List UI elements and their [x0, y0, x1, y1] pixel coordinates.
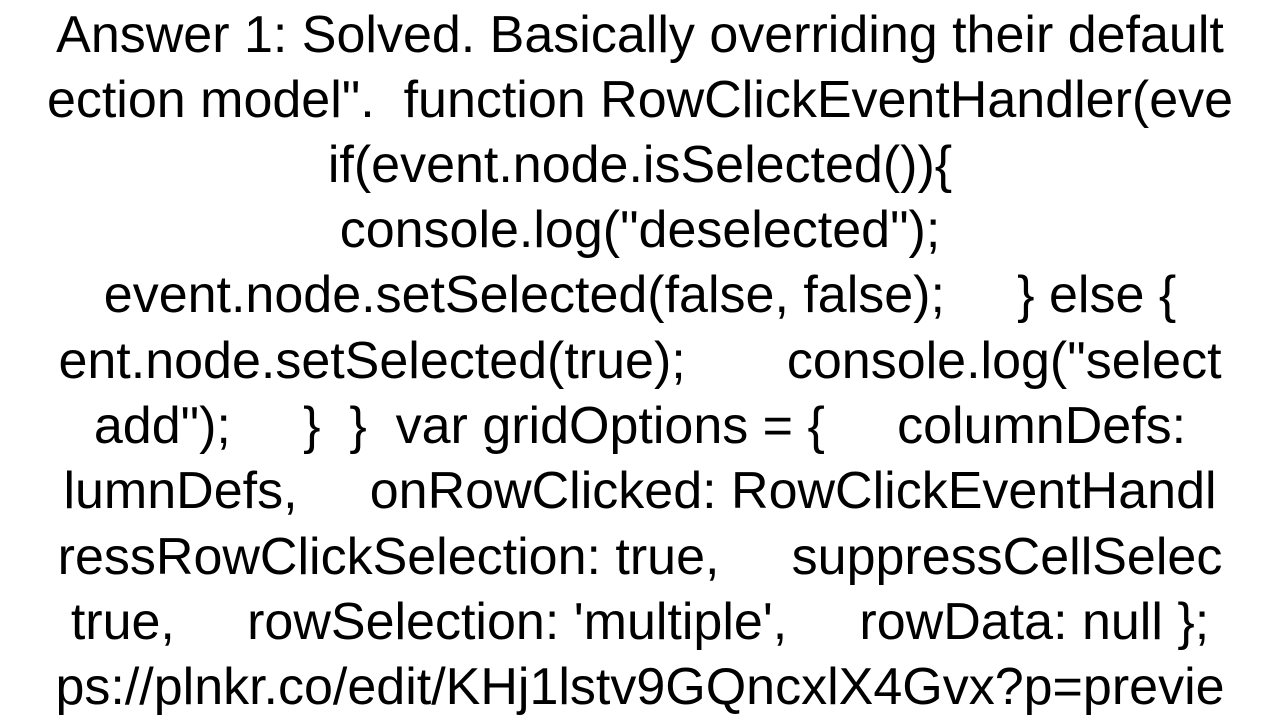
text-line-content: add"); } } var gridOptions = { columnDef… — [93, 397, 1187, 455]
text-line-content: if(event.node.isSelected()){ — [327, 136, 953, 194]
text-line-content: lumnDefs, onRowClicked: RowClickEventHan… — [63, 462, 1217, 520]
text-line-content: Answer 1: Solved. Basically overriding t… — [56, 6, 1224, 64]
text-line: ent.node.setSelected(true); console.log(… — [0, 328, 1280, 394]
text-line: ection model". function RowClickEventHan… — [0, 67, 1280, 133]
text-line-content: ressRowClickSelection: true, suppressCel… — [57, 528, 1223, 586]
text-line-content: ection model". function RowClickEventHan… — [46, 71, 1234, 129]
text-line: Answer 1: Solved. Basically overriding t… — [0, 2, 1280, 68]
text-line: true, rowSelection: 'multiple', rowData:… — [0, 589, 1280, 655]
text-line: event.node.setSelected(false, false); } … — [0, 262, 1280, 328]
text-line: add"); } } var gridOptions = { columnDef… — [0, 393, 1280, 459]
text-line-content: true, rowSelection: 'multiple', rowData:… — [70, 593, 1210, 651]
text-line-content: ent.node.setSelected(true); console.log(… — [58, 332, 1222, 390]
text-line-content: console.log("deselected"); — [339, 201, 941, 259]
text-line: ressRowClickSelection: true, suppressCel… — [0, 524, 1280, 590]
url-line-content: ps://plnkr.co/edit/KHj1lstv9GQncxlX4Gvx?… — [55, 658, 1225, 716]
url-line: ps://plnkr.co/edit/KHj1lstv9GQncxlX4Gvx?… — [0, 654, 1280, 720]
text-line-content: event.node.setSelected(false, false); } … — [103, 266, 1177, 324]
text-line: lumnDefs, onRowClicked: RowClickEventHan… — [0, 458, 1280, 524]
text-line: console.log("deselected"); — [0, 197, 1280, 263]
text-line: if(event.node.isSelected()){ — [0, 132, 1280, 198]
